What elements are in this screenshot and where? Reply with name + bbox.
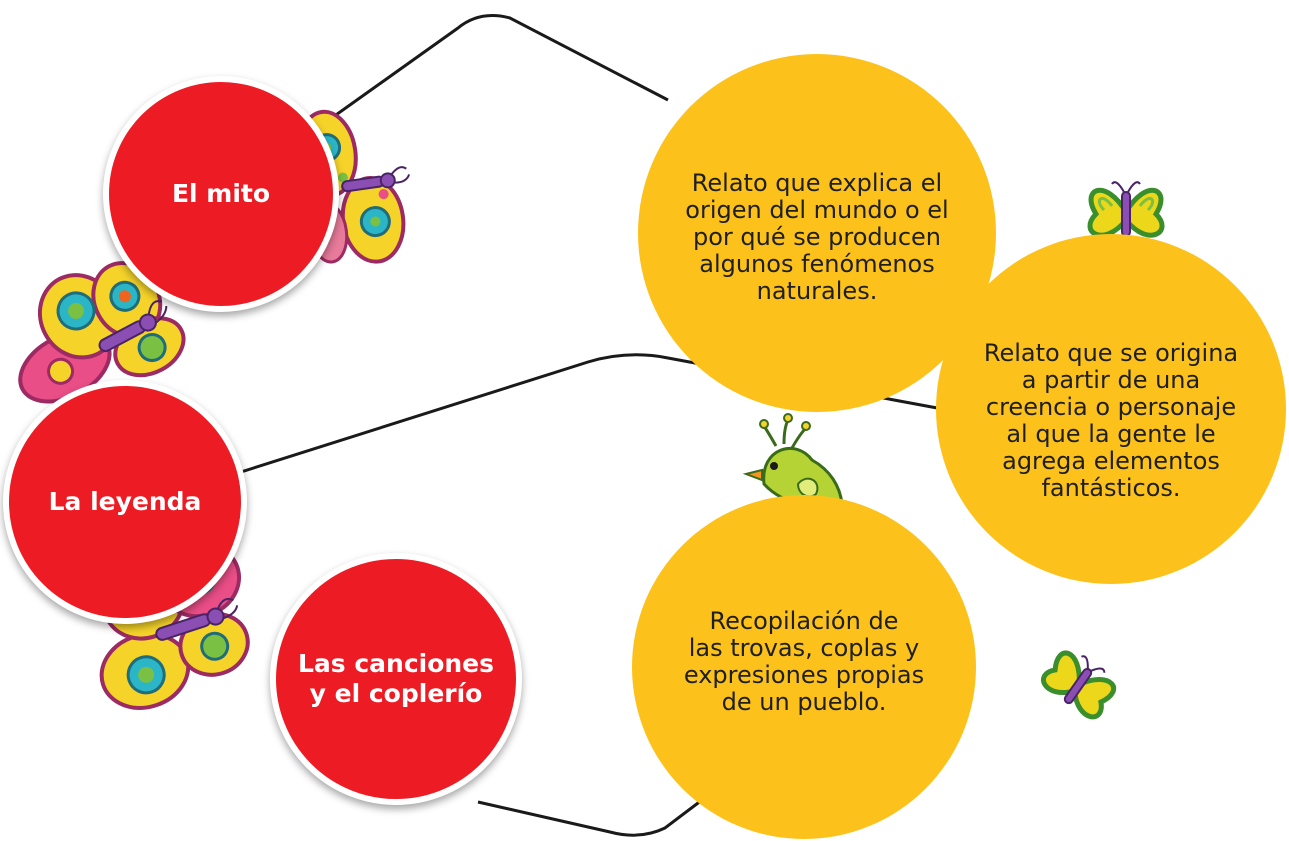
definition-text: Relato que se origina a partir de una cr… xyxy=(983,339,1239,502)
connector-leyenda xyxy=(221,353,949,480)
concept-label: El mito xyxy=(171,179,271,208)
concept-leyenda: La leyenda xyxy=(3,380,247,624)
butterfly-icon xyxy=(1087,181,1165,238)
definition-leyenda: Relato que se origina a partir de una cr… xyxy=(936,234,1286,584)
butterfly-icon xyxy=(1041,650,1116,720)
concept-label: La leyenda xyxy=(48,487,202,516)
definition-mito: Relato que explica el origen del mundo o… xyxy=(638,54,996,412)
concept-label: Las canciones y el coplerío xyxy=(297,649,495,708)
concept-canciones: Las canciones y el coplerío xyxy=(270,553,522,805)
concept-mito: El mito xyxy=(103,76,339,312)
definition-text: Relato que explica el origen del mundo o… xyxy=(685,168,949,305)
definition-text: Recopilación de las trovas, coplas y exp… xyxy=(683,607,925,716)
definition-canciones: Recopilación de las trovas, coplas y exp… xyxy=(632,495,976,839)
connector-canciones xyxy=(477,798,703,837)
connector-mito xyxy=(311,14,669,134)
